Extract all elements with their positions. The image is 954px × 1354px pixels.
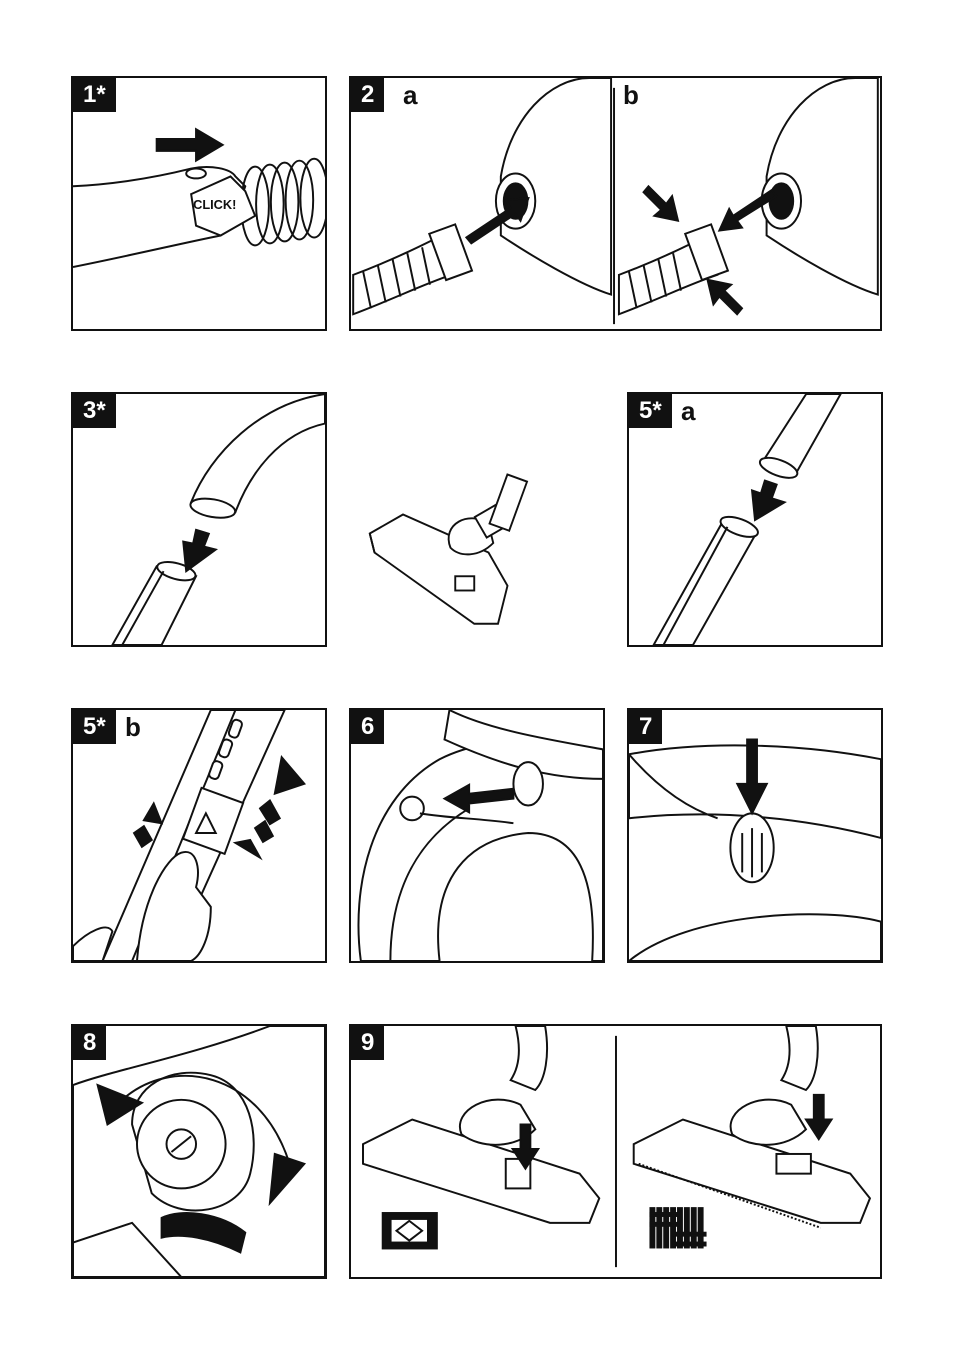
panel-1: 1* CLICK! [71,76,327,331]
arrow-down-icon [183,530,215,571]
tube-extension-illustration [629,394,881,645]
arrow-updown-icon [260,801,280,825]
hose-attach-illustration [351,78,880,329]
panel-3: 3* [71,392,327,647]
arrow-press-top-icon [644,186,678,220]
power-cord-illustration [351,710,603,961]
panel-2: 2 a b [349,76,882,331]
floor-nozzle-illustration [365,470,555,635]
arrow-press-bottom-icon [708,280,742,314]
panel-8: 8 [71,1024,327,1279]
arrow-up-icon [134,826,152,847]
arrow-right-icon [157,129,223,160]
panel-6: 6 [349,708,605,963]
hose-click-illustration: CLICK! [73,78,325,329]
panel-5b: 5* b [71,708,327,963]
cord-rewind-illustration [629,710,881,961]
arrow-down-icon [752,481,784,520]
panel-5a: 5* a [627,392,883,647]
tube-connect-illustration [73,394,325,645]
carpet-icon [650,1208,705,1247]
panel-7: 7 [627,708,883,963]
click-label: CLICK! [193,197,236,212]
panel-9: 9 [349,1024,882,1279]
arrow-down-icon [806,1095,832,1139]
telescopic-tube-illustration [73,710,325,961]
nozzle-setting-illustration [351,1026,880,1277]
hard-floor-icon [383,1213,437,1248]
power-regulator-illustration [73,1026,325,1277]
